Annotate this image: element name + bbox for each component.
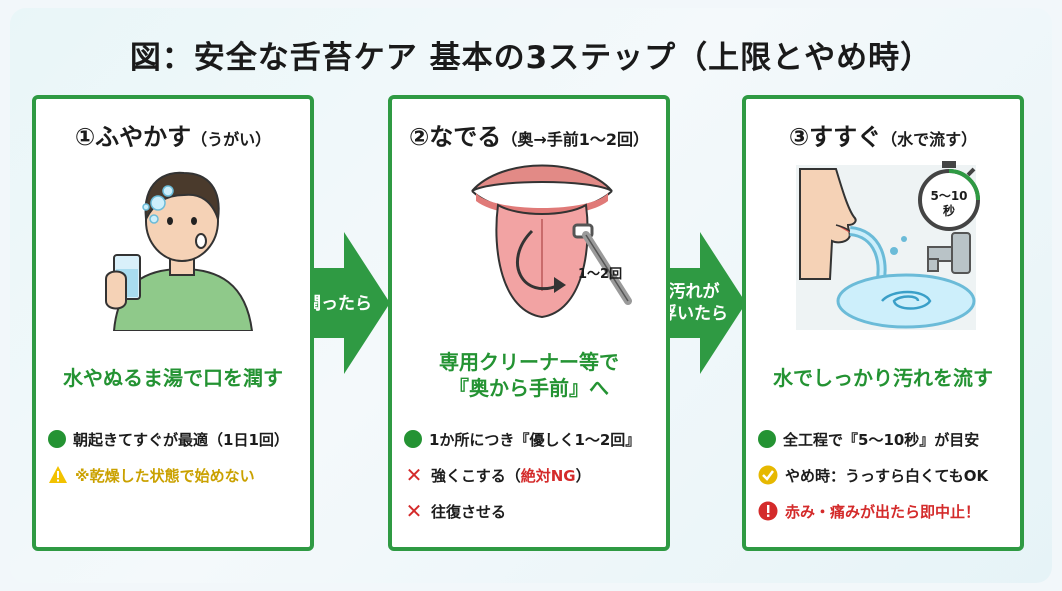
x-mark-icon: ✕ — [405, 463, 423, 487]
tongue-cleaner-illustration — [471, 164, 632, 319]
step-caption: 水やぬるま湯で口を潤す — [63, 366, 283, 390]
step-items: 全工程で『5〜10秒』が目安 やめ時：うっすら白くてもOK 赤み・痛みが出たら即… — [758, 421, 1014, 529]
list-item-text: ※乾燥した状態で始めない — [75, 466, 255, 485]
green-dot-icon — [48, 430, 66, 448]
warning-icon — [49, 466, 67, 483]
step-items: 1か所につき『優しく1〜2回』 ✕ 強くこする（絶対NG） ✕ 往復させる — [404, 421, 660, 529]
page-title: 図：安全な舌苔ケア 基本の3ステップ（上限とやめ時） — [129, 40, 933, 76]
step-items: 朝起きてすぐが最適（1日1回） ※乾燥した状態で始めない — [48, 421, 304, 493]
list-item: やめ時：うっすら白くてもOK — [758, 457, 1014, 493]
step-subtitle: （うがい） — [191, 130, 272, 149]
list-item: ※乾燥した状態で始めない — [48, 457, 304, 493]
step-title: ③すすぐ — [788, 123, 882, 151]
list-item-text: 全工程で『5〜10秒』が目安 — [783, 430, 980, 449]
timer-label-line1: 5〜10 — [930, 189, 968, 203]
timer-label: 5〜10 秒 — [918, 189, 980, 219]
step-caption: 専用クリーナー等で 『奥から手前』へ — [392, 349, 666, 401]
step-subtitle: （水で流す） — [881, 130, 978, 149]
timer-label-line2: 秒 — [942, 204, 955, 218]
list-item-text: 往復させる — [431, 502, 507, 521]
list-item: ✕ 強くこする（絶対NG） — [404, 457, 660, 493]
step-title: ①ふやかす — [74, 123, 192, 151]
list-item-text: やめ時：うっすら白くてもOK — [785, 466, 989, 485]
stop-icon — [758, 501, 778, 521]
arrow-label-1: 潤ったら — [304, 294, 372, 314]
step-panel-rinse: ③すすぐ（水で流す） 5〜10 秒 水でしっかり汚れを流す 全工程で『5〜10秒… — [742, 95, 1024, 551]
list-item-text: 強くこする（絶対NG） — [431, 465, 591, 486]
arrow-right-icon — [292, 232, 390, 374]
step-subtitle: （奥→手前1〜2回） — [501, 130, 649, 149]
list-item-text: 赤み・痛みが出たら即中止！ — [785, 502, 981, 521]
step-caption-line2: 『奥から手前』へ — [449, 376, 609, 400]
list-item-text: 朝起きてすぐが最適（1日1回） — [73, 430, 289, 449]
x-mark-icon: ✕ — [405, 499, 423, 523]
step-heading: ②なでる（奥→手前1〜2回） — [392, 117, 666, 152]
list-item: 1か所につき『優しく1〜2回』 — [404, 421, 660, 457]
check-icon — [758, 465, 778, 485]
arrow-label-2: 汚れが 浮いたら — [654, 281, 734, 325]
step-heading: ①ふやかす（うがい） — [36, 117, 310, 152]
list-item-text: 1か所につき『優しく1〜2回』 — [429, 430, 641, 449]
step-panel-stroke: ②なでる（奥→手前1〜2回） 1〜2回 専用クリーナー等で 『奥から手前』へ 1… — [388, 95, 670, 551]
step-title: ②なでる — [408, 123, 502, 151]
list-item: 朝起きてすぐが最適（1日1回） — [48, 421, 304, 457]
arrow-label-2-line2: 浮いたら — [660, 304, 728, 324]
list-item: 全工程で『5〜10秒』が目安 — [758, 421, 1014, 457]
list-item-text-c: ） — [575, 466, 591, 485]
step-panel-soak: ①ふやかす（うがい） 水やぬるま湯で口を潤す 朝起きてすぐが最適（1日1回） ※… — [32, 95, 314, 551]
person-gargling-illustration — [105, 171, 254, 331]
stopwatch-icon — [918, 161, 980, 231]
stroke-count-label: 1〜2回 — [578, 267, 623, 282]
list-item: 赤み・痛みが出たら即中止！ — [758, 493, 1014, 529]
step-heading: ③すすぐ（水で流す） — [746, 117, 1020, 152]
green-dot-icon — [758, 430, 776, 448]
list-item: ✕ 往復させる — [404, 493, 660, 529]
list-item-text-a: 強くこする（ — [431, 466, 521, 485]
green-dot-icon — [404, 430, 422, 448]
list-item-text-b: 絶対NG — [520, 466, 576, 485]
step-caption: 水でしっかり汚れを流す — [773, 366, 993, 390]
arrow-right-icon — [648, 232, 746, 374]
arrow-label-2-line1: 汚れが — [668, 282, 720, 302]
step-caption-line1: 専用クリーナー等で — [439, 350, 619, 374]
